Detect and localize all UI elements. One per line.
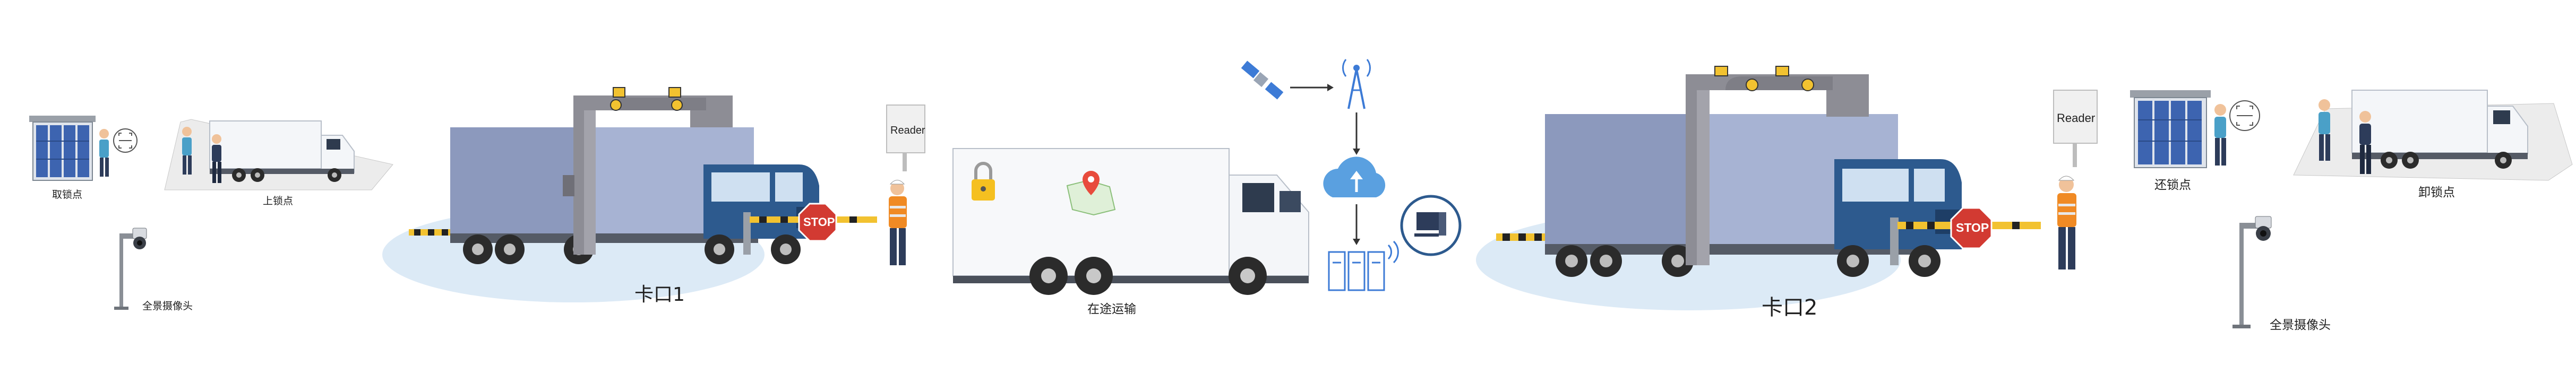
worker-icon — [2319, 99, 2330, 161]
reader-sign-text-2: Reader — [2057, 111, 2096, 125]
label-checkpoint-2: 卡口2 — [1762, 295, 1818, 320]
gantry-icon — [1686, 66, 1869, 265]
truck-icon — [450, 127, 821, 264]
arrow-right-icon — [1290, 84, 1334, 91]
padlock-icon — [972, 162, 995, 201]
truck-icon — [209, 120, 355, 182]
worker-icon — [99, 129, 109, 177]
camera-pole-icon — [2232, 216, 2272, 328]
barrier-icon — [1496, 233, 1549, 241]
stop-sign-icon — [1950, 207, 1993, 249]
barrier-icon — [409, 229, 456, 236]
worker-icon — [182, 127, 192, 175]
stop-sign-text-2: STOP — [1956, 221, 1989, 234]
server-icon — [1328, 240, 1399, 291]
label-checkpoint-1: 卡口1 — [634, 284, 685, 306]
map-pin-icon — [1066, 171, 1116, 216]
label-return-lock-point: 还锁点 — [2154, 178, 2191, 192]
label-unlock-point: 卸锁点 — [2418, 186, 2455, 199]
truck-icon — [2351, 90, 2528, 169]
stop-sign-icon — [798, 203, 837, 242]
label-lock-on-point: 上锁点 — [263, 195, 294, 207]
truck-icon — [952, 148, 1309, 295]
satellite-icon — [1241, 60, 1284, 100]
label-panoramic-camera-2: 全景摄像头 — [2270, 318, 2331, 332]
locker-icon — [29, 116, 96, 181]
stop-sign-text-1: STOP — [803, 215, 835, 229]
locker-icon — [2130, 90, 2211, 168]
cloud-upload-icon — [1323, 156, 1386, 197]
label-in-transit: 在途运输 — [1087, 302, 1136, 316]
radio-tower-icon — [1342, 59, 1371, 109]
worker-icon — [2057, 176, 2076, 269]
truck-icon — [1545, 114, 1962, 277]
camera-pole-icon — [114, 228, 147, 310]
gantry-icon — [563, 87, 733, 255]
label-panoramic-camera-1: 全景摄像头 — [142, 300, 193, 312]
label-pickup-lock-point: 取锁点 — [52, 189, 83, 201]
computer-icon — [1400, 195, 1462, 256]
worker-icon — [212, 134, 221, 183]
scan-icon — [113, 128, 138, 153]
worker-icon — [2359, 111, 2371, 174]
arrow-down-icon — [1353, 112, 1360, 155]
reader-sign-icon — [2053, 90, 2098, 167]
scan-icon — [2229, 100, 2260, 131]
arrow-down-icon — [1353, 204, 1360, 245]
worker-icon — [889, 180, 907, 265]
reader-sign-text-1: Reader — [890, 125, 925, 136]
worker-icon — [2214, 104, 2226, 166]
reader-sign-icon — [886, 105, 925, 171]
